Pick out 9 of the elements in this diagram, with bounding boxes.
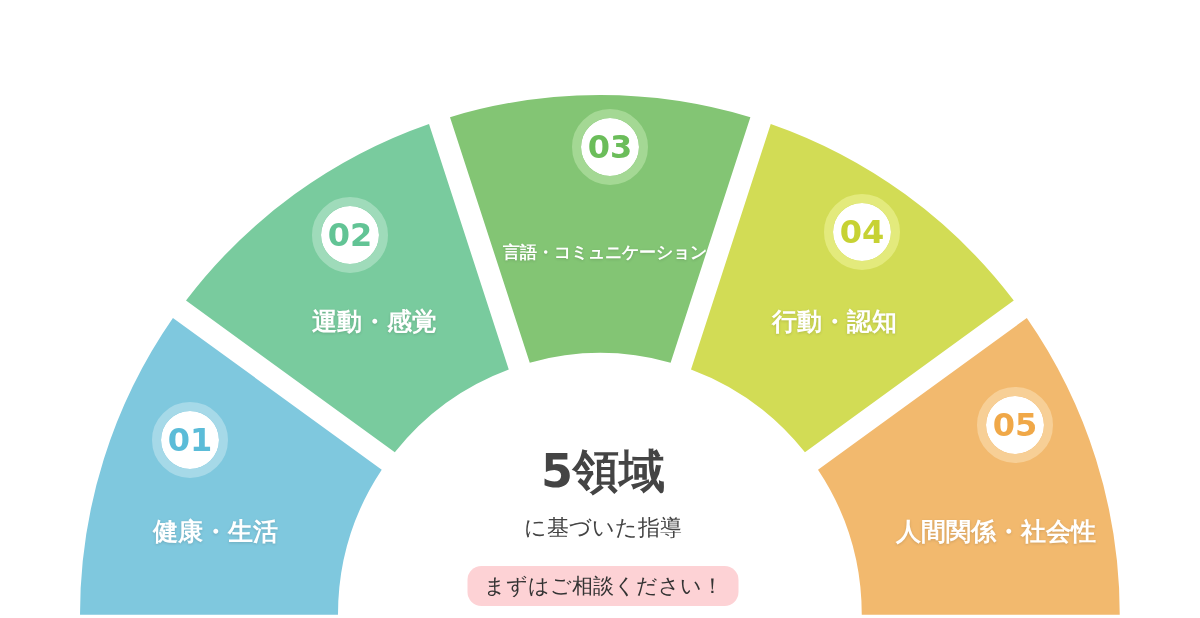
center-subtitle: に基づいた指導 bbox=[524, 514, 682, 542]
segment-label: 運動・感覚 bbox=[312, 305, 438, 338]
segment-label: 人間関係・社会性 bbox=[896, 515, 1096, 548]
segment-label: 健康・生活 bbox=[152, 515, 278, 548]
sector-segment bbox=[449, 95, 751, 363]
call-to-action-banner: まずはご相談ください！ bbox=[467, 566, 739, 606]
segment-label: 行動・認知 bbox=[772, 305, 898, 338]
segment-label: 言語・コミュニケーション bbox=[503, 240, 707, 264]
center-title: 5領域 bbox=[541, 443, 665, 500]
